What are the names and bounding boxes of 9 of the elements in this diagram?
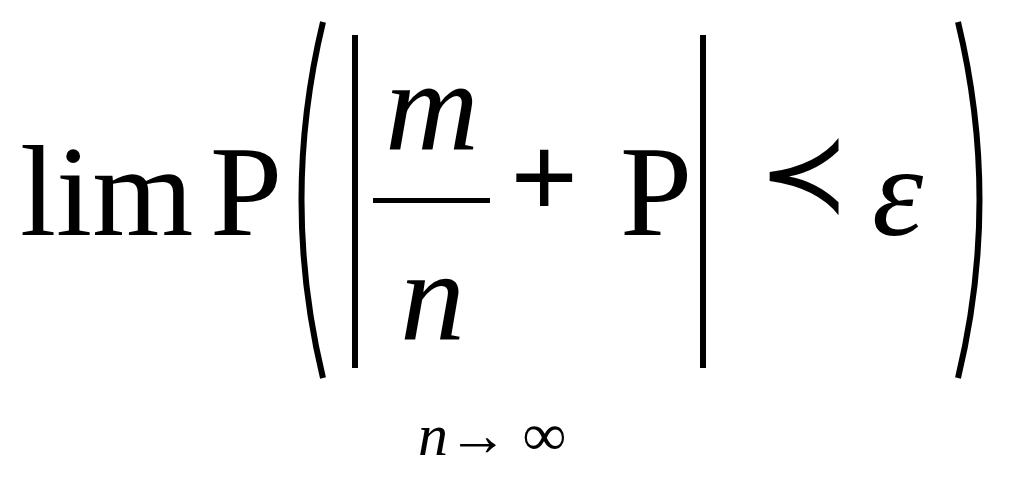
limit-subscript: n→ ∞ — [418, 405, 566, 465]
limit-operator: lim — [20, 126, 194, 256]
epsilon-symbol: ε — [872, 126, 924, 256]
numerator: m — [385, 41, 479, 171]
denominator: n — [400, 231, 465, 361]
probability-symbol: P — [620, 126, 693, 256]
precedes-sign: ≺ — [758, 118, 850, 228]
plus-sign: + — [510, 118, 579, 238]
probability-symbol: P — [210, 126, 283, 256]
